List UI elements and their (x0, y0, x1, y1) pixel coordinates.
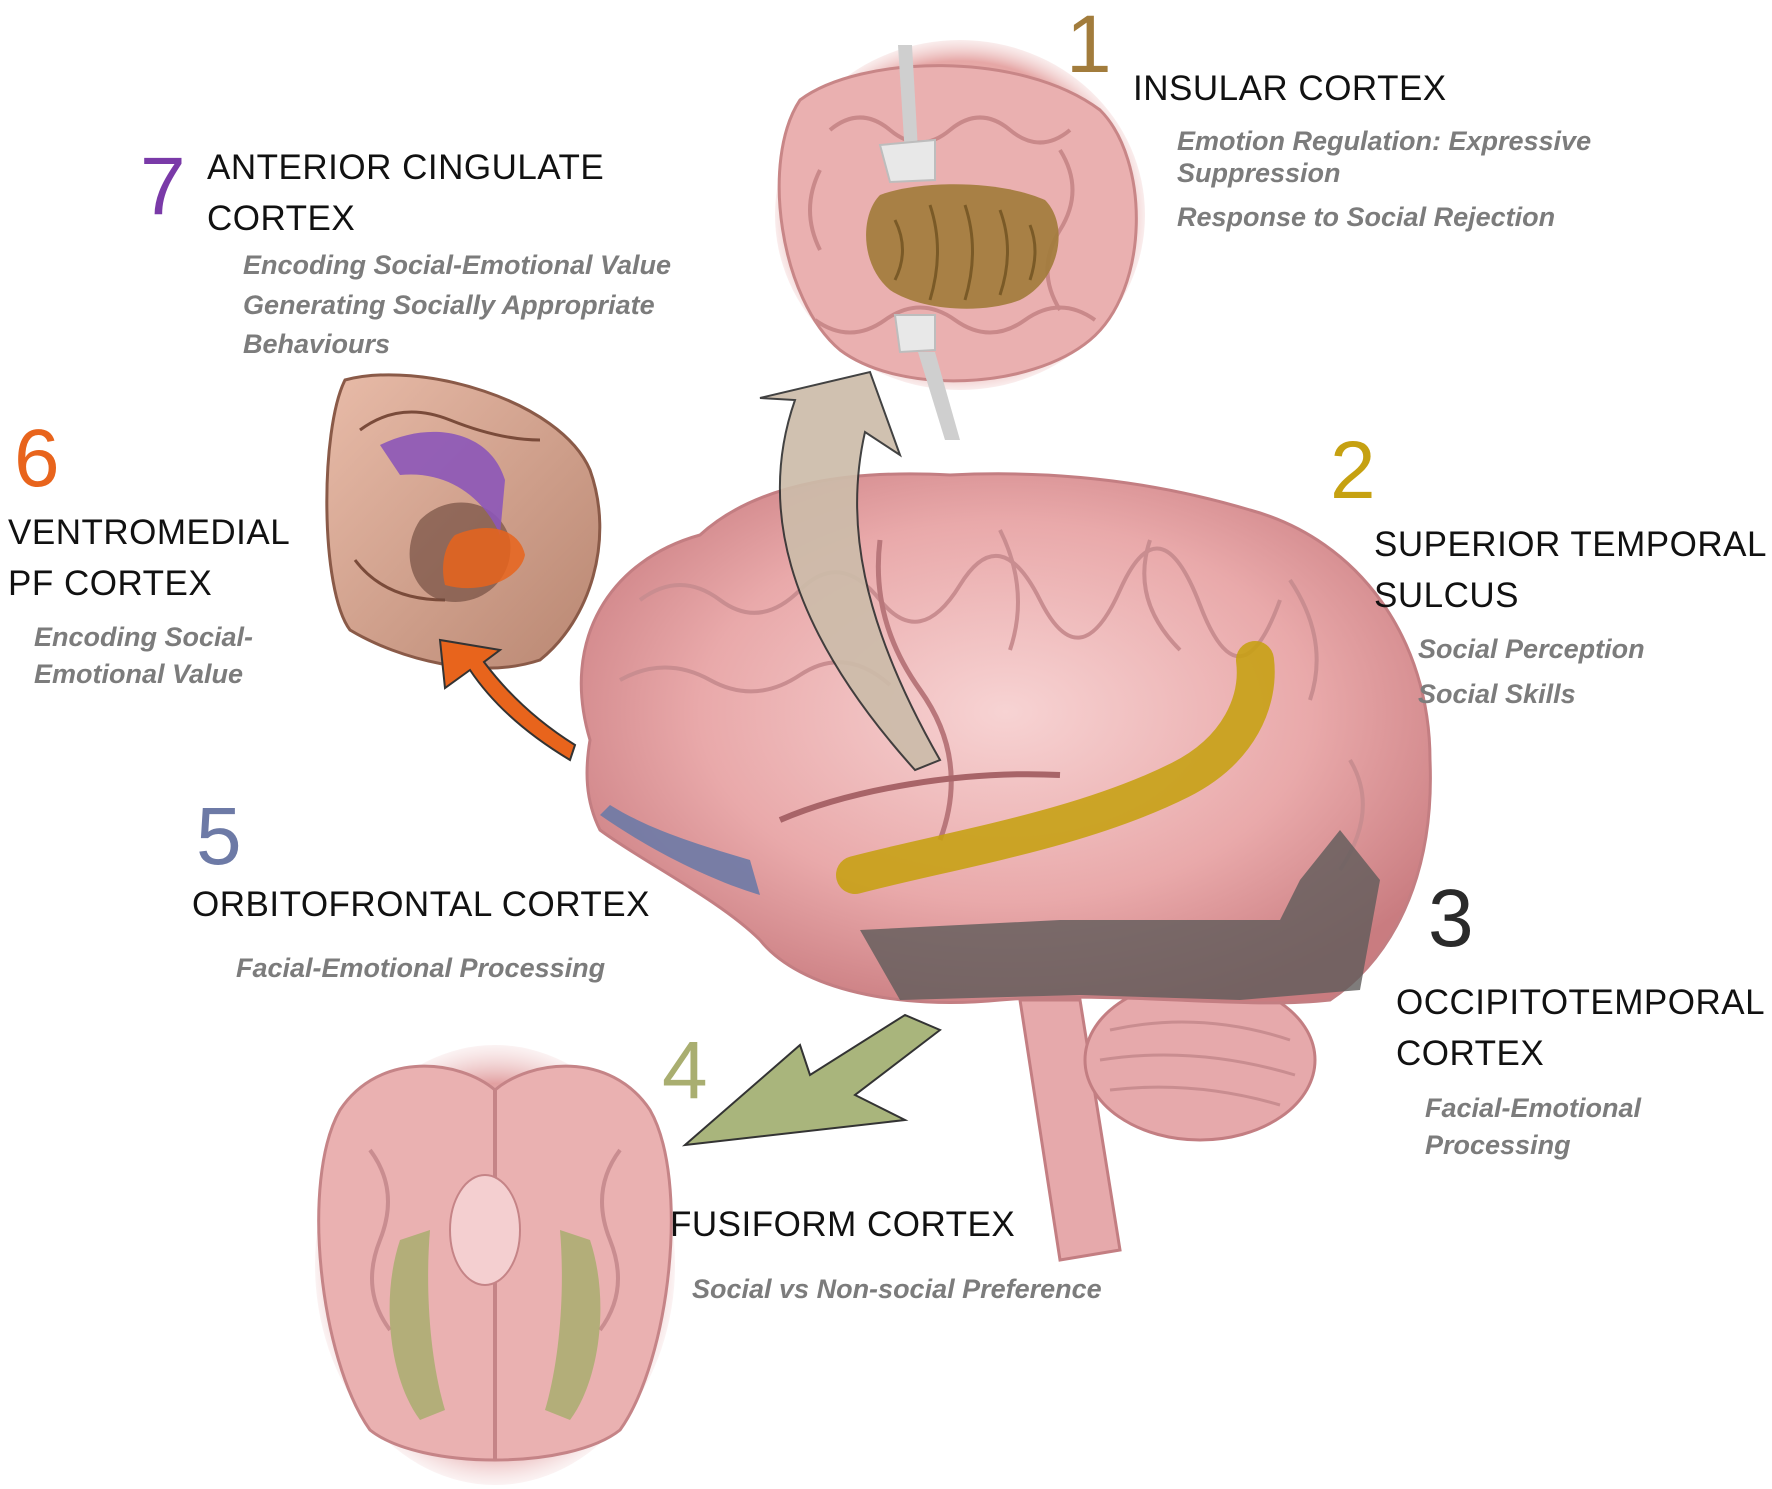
fusiform-arrow (681, 1013, 942, 1147)
region-3-number: 3 (1428, 873, 1474, 964)
ventral-brain-view (315, 1045, 675, 1485)
region-7-number: 7 (140, 141, 186, 232)
region-6-number: 6 (14, 413, 60, 504)
region-3-title: OCCIPITOTEMPORAL CORTEX (1396, 978, 1765, 1080)
region-2-number: 2 (1330, 425, 1376, 516)
medial-brain-view (325, 373, 602, 670)
region-7-function: Behaviours (243, 329, 391, 359)
region-4-number: 4 (662, 1025, 708, 1116)
vmpfc-arrow (438, 638, 577, 762)
region-3-title-line: CORTEX (1396, 1033, 1545, 1073)
region-5-title: ORBITOFRONTAL CORTEX (192, 880, 650, 931)
region-6-title-line: VENTROMEDIAL (8, 513, 291, 552)
region-3-title-line: OCCIPITOTEMPORAL (1396, 983, 1766, 1022)
region-7-title: ANTERIOR CINGULATE CORTEX (207, 143, 604, 245)
region-2-title-line: SUPERIOR TEMPORAL (1374, 525, 1767, 564)
region-1-function: Emotion Regulation: Expressive (1177, 126, 1592, 156)
region-1-title: INSULAR CORTEX (1133, 64, 1447, 115)
region-7-title-line: ANTERIOR CINGULATE (207, 148, 605, 187)
insula-brain-view (775, 40, 1145, 440)
region-7-function: Encoding Social-Emotional Value (243, 250, 672, 280)
region-6-title-line: PF CORTEX (8, 563, 213, 603)
region-6-function: Emotional Value (34, 659, 244, 689)
region-5-number: 5 (196, 791, 242, 882)
region-2-title: SUPERIOR TEMPORAL SULCUS (1374, 520, 1767, 622)
region-7-title-line: CORTEX (207, 198, 356, 238)
region-5-title-line: ORBITOFRONTAL CORTEX (192, 885, 650, 924)
region-2-function: Social Skills (1418, 679, 1576, 709)
region-4-title-line: FUSIFORM CORTEX (670, 1205, 1016, 1244)
region-5-function: Facial-Emotional Processing (236, 953, 606, 983)
region-6-function: Encoding Social- (34, 622, 254, 652)
region-1-title-line: INSULAR CORTEX (1133, 69, 1447, 108)
region-1-function: Suppression (1177, 158, 1341, 188)
region-3-function: Processing (1425, 1130, 1571, 1160)
region-1-function: Response to Social Rejection (1177, 202, 1556, 232)
region-4-function: Social vs Non-social Preference (692, 1274, 1102, 1304)
region-2-title-line: SULCUS (1374, 575, 1519, 615)
insula-arrow (759, 370, 942, 772)
region-2-function: Social Perception (1418, 634, 1645, 664)
region-1-number: 1 (1066, 0, 1112, 90)
region-3-function: Facial-Emotional (1425, 1093, 1642, 1123)
region-6-title: VENTROMEDIAL PF CORTEX (8, 508, 290, 610)
region-7-function: Generating Socially Appropriate (243, 290, 655, 320)
region-4-title: FUSIFORM CORTEX (670, 1200, 1015, 1251)
